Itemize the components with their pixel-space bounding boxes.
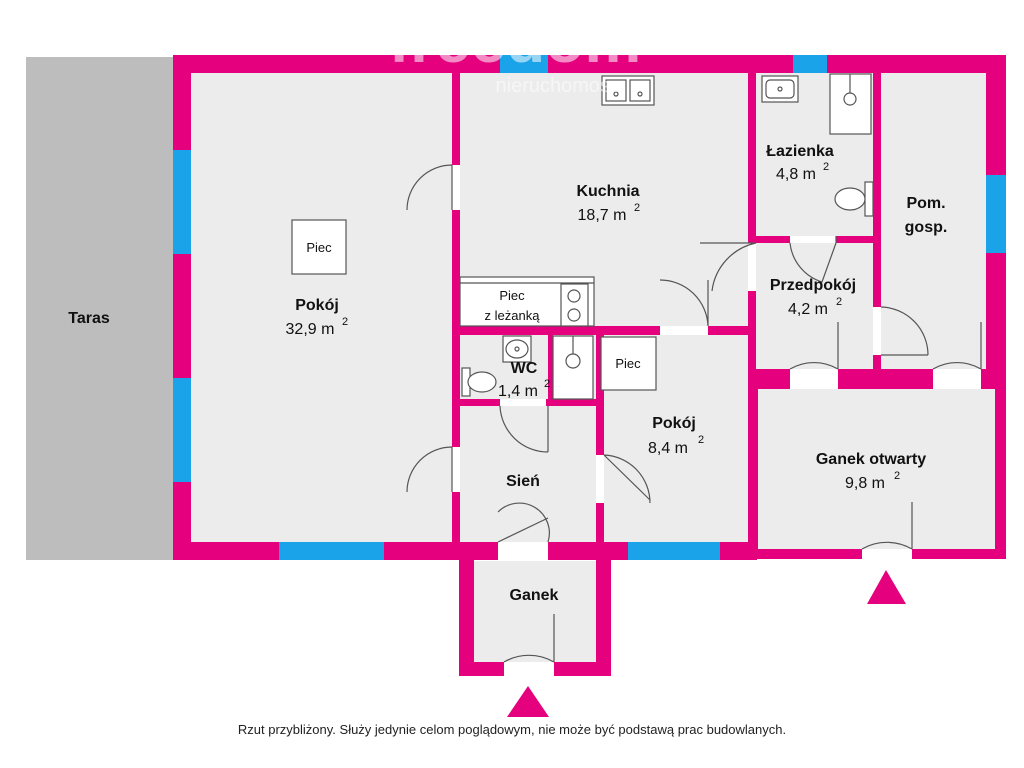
door-swing xyxy=(659,279,709,327)
room-area-sup: 2 xyxy=(634,202,640,214)
room-name-taras: Taras xyxy=(68,310,110,327)
toilet-icon xyxy=(834,181,874,217)
room-name-przedpokoj: Przedpokój xyxy=(770,277,856,294)
room-name-pom-gosp-2: gosp. xyxy=(905,219,948,236)
entrance-arrow-icon xyxy=(507,686,549,717)
window xyxy=(173,378,191,482)
door-swing xyxy=(603,454,651,504)
door-swing xyxy=(406,446,453,493)
window xyxy=(793,55,827,73)
watermark-sub: nieruchomości xyxy=(496,75,625,97)
door-swing xyxy=(861,502,913,550)
door-swing xyxy=(789,322,839,370)
door-swing xyxy=(789,236,837,283)
stove-bench-label-2: z leżanką xyxy=(485,308,541,323)
room-area-sup: 2 xyxy=(894,470,900,482)
wc-sink-icon xyxy=(502,335,532,363)
room-area-pokoj-small: 8,4 m xyxy=(648,440,688,457)
room-area-wc: 1,4 m xyxy=(498,383,538,400)
window xyxy=(173,150,191,254)
stove-bench-label-1: Piec xyxy=(499,288,525,303)
room-name-ganek-otwarty: Ganek otwarty xyxy=(816,451,926,468)
room-area-sup: 2 xyxy=(836,296,842,308)
door-swing xyxy=(499,405,549,453)
room-name-pokoj-large: Pokój xyxy=(295,297,339,314)
bathroom-sink-icon xyxy=(761,75,799,103)
stove-large xyxy=(291,219,347,275)
stove-large-label: Piec xyxy=(306,240,332,255)
door-swing xyxy=(497,502,550,543)
room-area-sup: 2 xyxy=(342,316,348,328)
entrance-arrow-icon xyxy=(867,570,906,604)
room-area-przedpokoj: 4,2 m xyxy=(788,301,828,318)
window xyxy=(279,542,384,560)
fixtures xyxy=(291,73,874,400)
door-swing xyxy=(503,614,555,663)
window xyxy=(986,175,1006,253)
room-area-sup: 2 xyxy=(698,434,704,446)
room-name-kuchnia: Kuchnia xyxy=(576,183,639,200)
stove-small-label: Piec xyxy=(615,356,641,371)
room-name-pom-gosp-1: Pom. xyxy=(906,195,945,212)
room-area-sup: 2 xyxy=(823,161,829,173)
boiler-icon xyxy=(552,335,594,400)
door-swing xyxy=(406,164,453,211)
windows xyxy=(173,55,1006,560)
floor-fills xyxy=(190,73,995,663)
stove-small xyxy=(600,336,657,391)
disclaimer-note: Rzut przybliżony. Służy jedynie celom po… xyxy=(237,722,787,737)
door-swing xyxy=(932,322,982,370)
room-area-pokoj-large: 32,9 m xyxy=(286,321,335,338)
room-area-sup: 2 xyxy=(544,378,550,390)
room-name-lazienka: Łazienka xyxy=(766,143,834,160)
room-name-pokoj-small: Pokój xyxy=(652,415,696,432)
room-area-kuchnia: 18,7 m xyxy=(578,207,627,224)
watermark-brand: freedom xyxy=(389,4,642,76)
shower-icon xyxy=(829,73,872,135)
door-swing xyxy=(700,242,757,292)
kitchen-sink-icon xyxy=(601,75,655,106)
room-name-sien: Sień xyxy=(506,473,540,490)
room-area-ganek-otwarty: 9,8 m xyxy=(845,475,885,492)
room-area-lazienka: 4,8 m xyxy=(776,166,816,183)
room-name-wc: WC xyxy=(511,360,538,377)
door-openings xyxy=(452,165,981,676)
wc-toilet-icon xyxy=(461,367,497,397)
door-swing xyxy=(880,306,929,356)
door-swings xyxy=(406,164,982,663)
window xyxy=(628,542,720,560)
room-name-ganek: Ganek xyxy=(510,587,559,604)
window xyxy=(500,55,548,73)
terrace-area xyxy=(26,57,173,560)
